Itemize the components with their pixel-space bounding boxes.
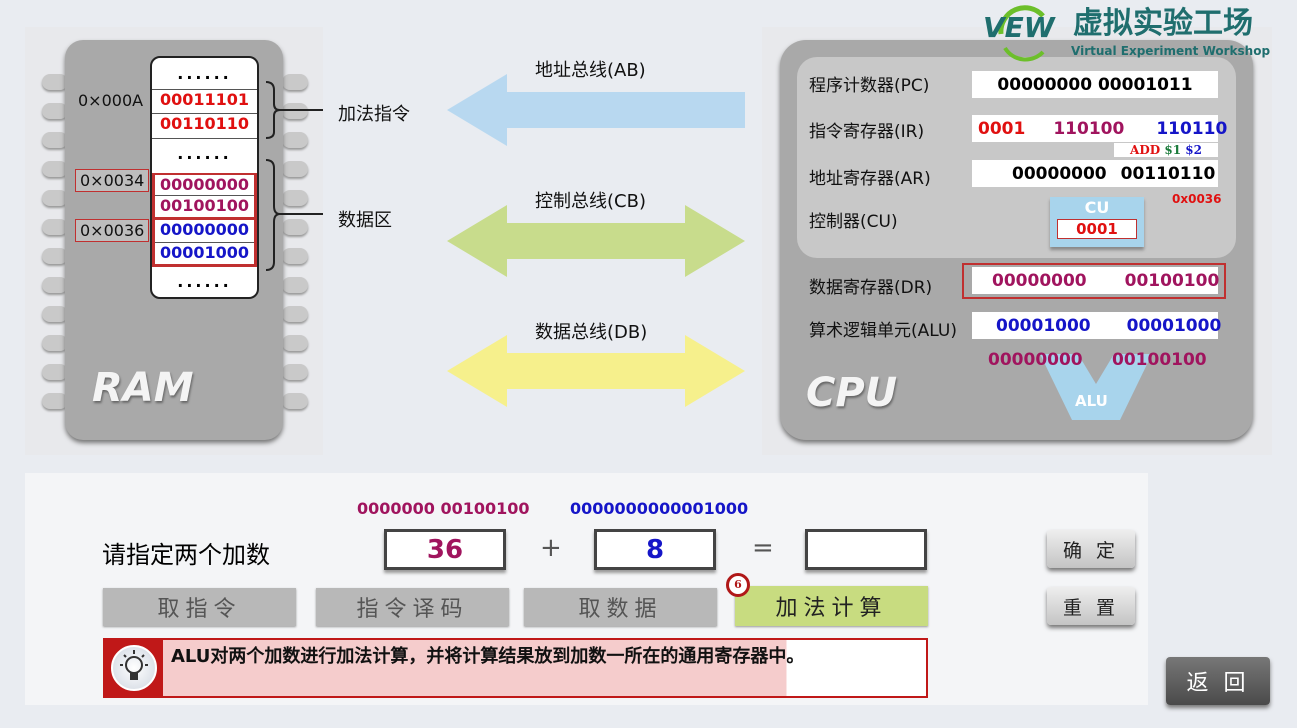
- binary-b: 0000000000001000: [570, 499, 749, 518]
- ar-label: 地址寄存器(AR): [809, 169, 931, 189]
- ir-decode: ADD $1 $2: [1114, 143, 1218, 157]
- ellipsis: ......: [177, 272, 232, 291]
- binary-a: 0000000 00100100: [357, 499, 530, 518]
- logo-brand: VEW: [983, 11, 1055, 44]
- back-button[interactable]: 返 回: [1166, 657, 1270, 705]
- confirm-button[interactable]: 确 定: [1047, 530, 1135, 568]
- alu-label: 算术逻辑单元(ALU): [809, 321, 957, 341]
- control-bus-arrow: [447, 205, 745, 277]
- ram-address: 0×0034: [75, 169, 150, 192]
- logo-subtitle: Virtual Experiment Workshop: [1071, 44, 1271, 58]
- step-add-button[interactable]: 加法计算: [735, 586, 928, 626]
- bus-label-control: 控制总线(CB): [535, 191, 646, 212]
- memory-cell: 00000000: [152, 173, 257, 196]
- result-input[interactable]: [805, 529, 927, 570]
- memory-cell: 00110110: [152, 114, 257, 139]
- logo-title: 虚拟实验工场: [1073, 6, 1253, 41]
- ram-address: 0×000A: [78, 91, 144, 110]
- dr-register: 00000000 00100100: [972, 267, 1219, 294]
- equals-sign: =: [752, 533, 774, 563]
- ellipsis: ......: [177, 144, 232, 163]
- ram-address: 0×0036: [75, 219, 150, 242]
- bus-label-address: 地址总线(AB): [535, 60, 646, 81]
- logo-arc-icon: [998, 5, 1045, 62]
- cu-label: 控制器(CU): [809, 212, 898, 232]
- hint-text: ALU对两个加数进行加法计算，并将计算结果放到加数一所在的通用寄存器中。: [171, 646, 805, 667]
- data-bus-arrow: [447, 335, 745, 407]
- pc-register: 00000000 00001011: [972, 71, 1218, 98]
- dr-label: 数据寄存器(DR): [809, 278, 933, 298]
- cu-box: CU 0001: [1050, 197, 1144, 247]
- operand-a-input[interactable]: 36: [384, 529, 506, 570]
- logo: VEW 虚拟实验工场 Virtual Experiment Workshop: [983, 4, 1293, 62]
- memory-cell: 00011101: [152, 89, 257, 114]
- operand-b-input[interactable]: 8: [594, 529, 716, 570]
- reset-button[interactable]: 重 置: [1047, 587, 1135, 625]
- group-label-add-instruction: 加法指令: [338, 104, 410, 125]
- alu-shape-label: ALU: [1075, 392, 1108, 410]
- ir-opcode: 0001: [978, 118, 1026, 139]
- memory-column: ...... 00011101 00110110 ...... 00000000…: [150, 56, 259, 299]
- ellipsis: ......: [177, 64, 232, 83]
- alu-output-hi: 00000000: [988, 350, 1083, 370]
- memory-cell: 00001000: [152, 243, 257, 267]
- alu-inputs: 00001000 00001000: [972, 312, 1221, 339]
- brace-icon: [265, 81, 323, 271]
- step-decode-button[interactable]: 指令译码: [316, 588, 509, 626]
- ir-operand1: 110100: [1053, 118, 1125, 139]
- alu-shape-icon: [1040, 354, 1152, 420]
- prompt-label: 请指定两个加数: [102, 541, 270, 569]
- group-label-data-area: 数据区: [338, 210, 392, 231]
- cu-value: 0001: [1057, 219, 1137, 239]
- pc-value: 00000000 00001011: [997, 74, 1193, 95]
- step-badge: 6: [726, 573, 750, 597]
- memory-cell: 00100100: [152, 196, 257, 220]
- cpu-label: CPU: [806, 370, 898, 416]
- memory-cell: 00000000: [152, 220, 257, 243]
- ar-register: 00000000 00110110: [972, 160, 1218, 187]
- address-bus-arrow: [447, 74, 745, 146]
- ir-operand2: 110110: [1156, 118, 1228, 139]
- ram-label: RAM: [92, 365, 194, 411]
- plus-sign: +: [540, 533, 562, 563]
- step-fetch-data-button[interactable]: 取数据: [524, 588, 717, 626]
- cu-address-note: 0x0036: [1172, 192, 1222, 206]
- hint-box: ALU对两个加数进行加法计算，并将计算结果放到加数一所在的通用寄存器中。: [103, 638, 928, 698]
- step-fetch-instruction-button[interactable]: 取指令: [103, 588, 296, 626]
- lightbulb-icon: [111, 645, 157, 691]
- ir-register: 0001 110100 110110: [972, 115, 1227, 142]
- pc-label: 程序计数器(PC): [809, 76, 930, 96]
- alu-output-lo: 00100100: [1112, 350, 1207, 370]
- ir-label: 指令寄存器(IR): [809, 122, 925, 142]
- bus-label-data: 数据总线(DB): [535, 322, 648, 343]
